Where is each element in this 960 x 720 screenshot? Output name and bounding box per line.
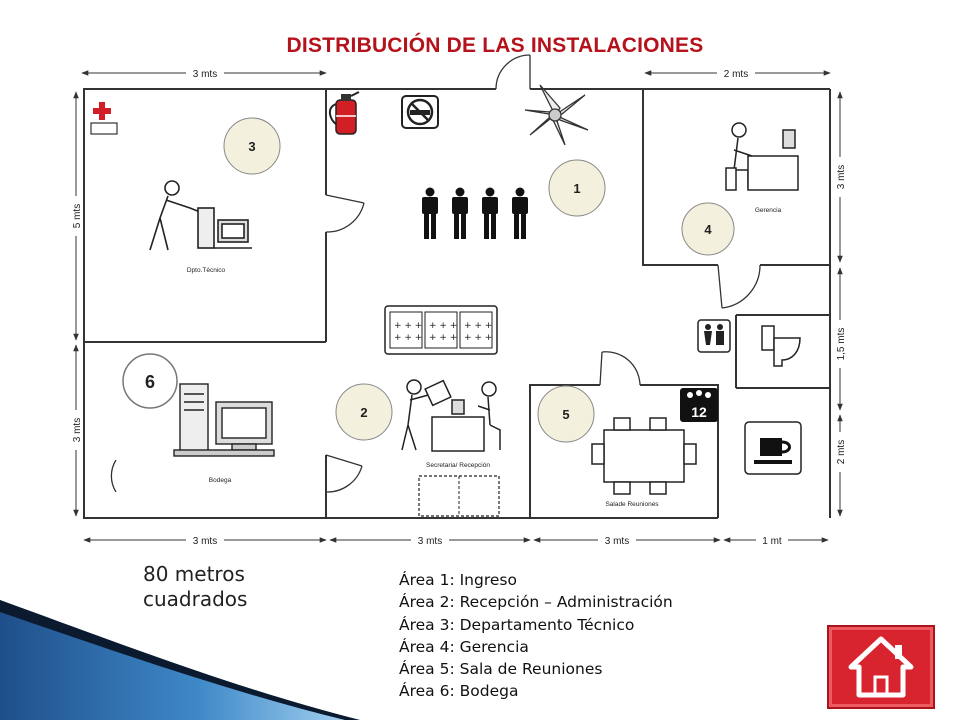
svg-text:+ + +: + + + xyxy=(429,333,457,343)
plant-icon xyxy=(524,84,589,146)
home-icon xyxy=(848,636,914,698)
reception-desk xyxy=(401,379,501,452)
legend-item-4: Área 4: Gerencia xyxy=(399,637,529,656)
svg-text:+ + +: + + + xyxy=(464,333,492,343)
svg-text:+ + +: + + + xyxy=(394,333,422,343)
home-button[interactable] xyxy=(827,625,935,709)
meeting-table xyxy=(591,417,697,495)
first-aid-icon xyxy=(90,102,118,135)
label-tecnico: Dpto.Técnico xyxy=(187,267,226,274)
area-total: 80 metros cuadrados xyxy=(143,562,247,612)
dim-top-left: 3 mts xyxy=(193,69,217,80)
label-recepcion: Secretaria/ Recepción xyxy=(426,462,490,469)
storage-computer xyxy=(173,383,275,457)
technician-workstation xyxy=(149,180,252,251)
legend-item-1: Área 1: Ingreso xyxy=(399,571,517,589)
coffee-icon xyxy=(744,421,802,475)
zone-circle-2: 2 xyxy=(335,383,393,441)
zone-circle-5: 5 xyxy=(537,385,595,443)
svg-text:+ + +: + + + xyxy=(394,321,422,331)
page-title: DISTRIBUCIÓN DE LAS INSTALACIONES xyxy=(286,34,704,57)
legend-item-5: Área 5: Sala de Reuniones xyxy=(399,660,603,679)
dimension-labels: 3 mts 2 mts 5 mts 3 mts 3 mts 1,5 mts 2 … xyxy=(70,67,847,547)
zone-circle-3: 3 xyxy=(223,117,281,175)
legend-item-3: Área 3: Departamento Técnico xyxy=(399,615,635,634)
restroom-icon xyxy=(697,319,731,353)
dim-bottom-1: 3 mts xyxy=(193,536,217,547)
label-reuniones: Salade Reuniones xyxy=(605,501,659,508)
dim-bottom-4: 1 mt xyxy=(762,536,782,547)
zone-number-2: 2 xyxy=(360,405,367,420)
zone-number-5: 5 xyxy=(562,407,569,422)
zone-number-4: 4 xyxy=(704,222,712,237)
dim-left-lower: 3 mts xyxy=(72,418,83,442)
dim-right-middle: 1,5 mts xyxy=(836,328,847,361)
zone-circle-1: 1 xyxy=(548,159,606,217)
calendar-icon: 12 xyxy=(680,388,718,422)
zone-circle-6: 6 xyxy=(122,353,178,409)
zone-circle-4: 4 xyxy=(681,202,735,256)
legend-item-6: Área 6: Bodega xyxy=(399,682,519,701)
zone-number-3: 3 xyxy=(248,139,255,154)
decorative-sweep xyxy=(0,600,360,720)
dim-right-lower: 2 mts xyxy=(836,440,847,464)
zone-number-1: 1 xyxy=(573,181,580,196)
dim-bottom-2: 3 mts xyxy=(418,536,442,547)
dim-top-right: 2 mts xyxy=(724,69,748,80)
svg-text:+ + +: + + + xyxy=(429,321,457,331)
dim-bottom-3: 3 mts xyxy=(605,536,629,547)
area-total-line-2: cuadrados xyxy=(143,587,248,611)
legend-item-2: Área 2: Recepción – Administración xyxy=(399,593,673,612)
dim-right-upper: 3 mts xyxy=(836,165,847,189)
zone-circles: 1 2 3 4 5 6 xyxy=(122,117,735,443)
no-smoking-icon xyxy=(401,95,439,129)
walls xyxy=(83,88,831,519)
label-gerencia: Gerencia xyxy=(755,207,782,214)
toilet-icon xyxy=(761,325,801,367)
doors xyxy=(110,54,761,493)
calendar-number: 12 xyxy=(691,404,707,420)
label-bodega: Bodega xyxy=(209,477,232,484)
area-total-line-1: 80 metros xyxy=(143,562,245,586)
people-icon xyxy=(422,187,528,239)
svg-text:+ + +: + + + xyxy=(464,321,492,331)
reception-counter xyxy=(418,475,500,517)
area-legend: Área 1: Ingreso Área 2: Recepción – Admi… xyxy=(399,569,673,703)
waiting-bench: + + + + + + + + + + + + + + + + + + xyxy=(384,305,498,355)
zone-number-6: 6 xyxy=(145,372,155,392)
dim-left-upper: 5 mts xyxy=(72,204,83,228)
manager-workstation xyxy=(725,122,799,191)
fire-extinguisher-icon xyxy=(329,91,360,135)
